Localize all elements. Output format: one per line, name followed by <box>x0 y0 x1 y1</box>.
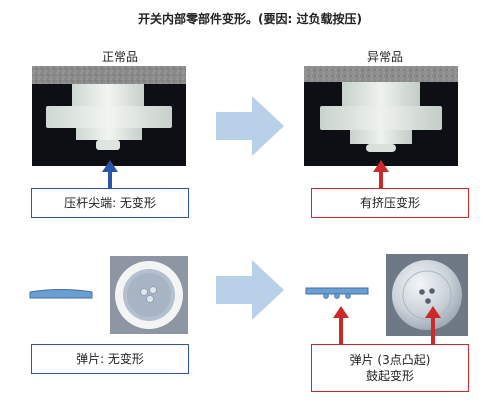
normal-spring-photo <box>110 256 188 334</box>
normal-plunger-caption: 压杆尖端: 无变形 <box>31 188 189 218</box>
abnormal-spring-caption: 弹片 (3点凸起) 鼓起变形 <box>311 344 469 392</box>
abnormal-spring-caption-line2: 鼓起变形 <box>365 369 414 383</box>
abnormal-plunger-photo <box>304 66 458 166</box>
normal-heading: 正常品 <box>101 50 138 64</box>
normal-plunger-photo <box>32 66 186 166</box>
pointer-arrow-spring-side <box>333 306 349 348</box>
abnormal-spring-side-view <box>305 287 369 299</box>
abnormal-spring-photo <box>386 254 468 336</box>
page-title: 开关内部零部件变形。(要因: 过负载按压) <box>138 12 362 26</box>
pointer-arrow-abnormal <box>373 160 389 190</box>
flow-arrow-top <box>216 96 284 156</box>
flow-arrow-bottom <box>216 260 284 320</box>
normal-spring-side-view <box>29 289 93 299</box>
pointer-arrow-normal <box>102 160 118 190</box>
abnormal-plunger-caption: 有挤压变形 <box>311 188 469 218</box>
normal-spring-caption: 弹片: 无变形 <box>31 344 189 374</box>
pointer-arrow-spring-photo <box>425 306 441 348</box>
abnormal-heading: 异常品 <box>366 50 403 64</box>
abnormal-spring-caption-line1: 弹片 (3点凸起) <box>349 353 431 367</box>
